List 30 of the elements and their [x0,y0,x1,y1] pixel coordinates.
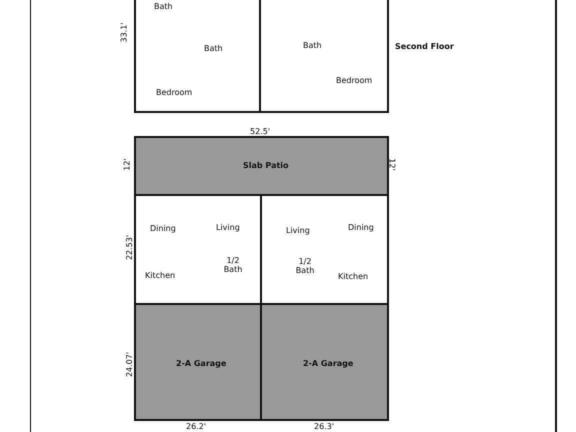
room-label: Bedroom [336,76,372,86]
dimension-label: 12' [122,158,132,171]
room-label: Dining [150,224,176,234]
room-label: Slab Patio [243,161,289,170]
room-label: Bath [204,44,223,54]
garage-area [134,303,262,421]
dimension-label: 52.5' [250,127,270,136]
unit-plan [134,0,261,113]
dimension-label: 22.53' [125,234,134,260]
room-label: 2-A Garage [303,359,354,368]
dimension-label: 26.2' [186,422,206,431]
room-label: Living [286,226,310,236]
room-label: Living [216,223,240,232]
patio-area [134,136,389,196]
floor-title: Second Floor [395,42,454,51]
dimension-label: 33.1' [120,22,128,42]
unit-plan [259,0,389,113]
dimension-label: 12' [388,158,397,171]
room-label: Kitchen [145,271,176,280]
room-label: 2-A Garage [176,359,226,368]
dimension-label: 24.07' [125,352,134,378]
room-label: Bedroom [156,88,192,98]
room-label: 1/2 Bath [294,257,316,276]
room-label: Bath [303,41,322,50]
dimension-label: 26.3' [314,422,334,431]
room-label: 1/2 Bath [222,256,244,274]
garage-area [260,303,389,421]
room-label: Bath [154,2,173,12]
room-label: Kitchen [338,272,368,282]
room-label: Dining [348,223,374,232]
